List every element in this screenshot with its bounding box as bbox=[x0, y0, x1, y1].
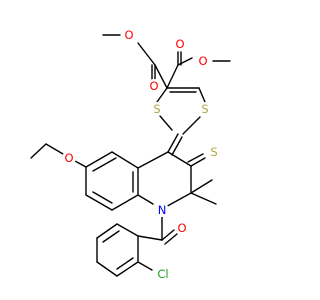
atom-symbol: S bbox=[153, 102, 160, 116]
molecule-drawing: O O O O S S O S bbox=[30, 28, 231, 283]
structure-canvas: O O O O S S O S bbox=[30, 28, 231, 283]
bond bbox=[92, 191, 113, 204]
bond bbox=[92, 157, 117, 172]
bond bbox=[102, 230, 120, 243]
atom-symbol: O bbox=[177, 221, 186, 235]
atom-s: S bbox=[198, 102, 212, 116]
bond bbox=[74, 160, 87, 168]
atom-o: O bbox=[196, 54, 210, 68]
bond bbox=[187, 153, 204, 163]
atom-symbol: N bbox=[158, 203, 167, 217]
bond bbox=[116, 261, 139, 277]
bond bbox=[85, 194, 113, 211]
bond bbox=[171, 136, 183, 156]
bond bbox=[45, 143, 64, 155]
bonds bbox=[30, 34, 231, 277]
atom-o: O bbox=[173, 37, 187, 51]
bond bbox=[167, 133, 179, 153]
bond bbox=[111, 194, 139, 211]
atom-symbol: Cl bbox=[157, 267, 168, 281]
bond bbox=[190, 157, 206, 167]
bond bbox=[116, 223, 139, 237]
atom-o: O bbox=[122, 28, 136, 42]
atom-o: O bbox=[147, 79, 161, 93]
bond bbox=[177, 57, 193, 66]
bond bbox=[85, 151, 113, 168]
bond bbox=[166, 64, 179, 89]
bond bbox=[154, 64, 168, 89]
bond bbox=[111, 151, 139, 169]
bond bbox=[182, 116, 201, 135]
atom-s: S bbox=[207, 145, 221, 159]
bond bbox=[137, 151, 169, 169]
atom-labels: O O O O S S O S bbox=[62, 28, 221, 283]
bond bbox=[167, 151, 192, 167]
atom-symbol: O bbox=[124, 28, 133, 42]
atom-n: N bbox=[155, 203, 169, 217]
bond bbox=[156, 87, 168, 103]
atom-symbol: O bbox=[64, 151, 73, 165]
atom-s: S bbox=[150, 102, 164, 116]
atom-symbol: O bbox=[149, 79, 158, 93]
atom-symbol: O bbox=[198, 54, 207, 68]
bond bbox=[116, 257, 134, 270]
atom-o: O bbox=[175, 221, 189, 235]
bond bbox=[137, 235, 163, 241]
atom-cl: Cl bbox=[154, 265, 172, 283]
bond bbox=[190, 179, 213, 194]
atom-symbol: O bbox=[175, 37, 184, 51]
bond bbox=[159, 115, 173, 131]
bond bbox=[137, 261, 153, 271]
bond bbox=[137, 42, 156, 66]
bond bbox=[96, 223, 118, 239]
atom-symbol: S bbox=[201, 102, 208, 116]
atom-o: O bbox=[62, 151, 76, 165]
atom-symbol: S bbox=[210, 145, 217, 159]
bond bbox=[137, 194, 154, 205]
bond bbox=[30, 143, 47, 159]
bond bbox=[164, 233, 178, 245]
bond bbox=[96, 261, 118, 277]
bond bbox=[161, 229, 175, 241]
bond bbox=[198, 87, 206, 103]
bond bbox=[190, 192, 217, 205]
